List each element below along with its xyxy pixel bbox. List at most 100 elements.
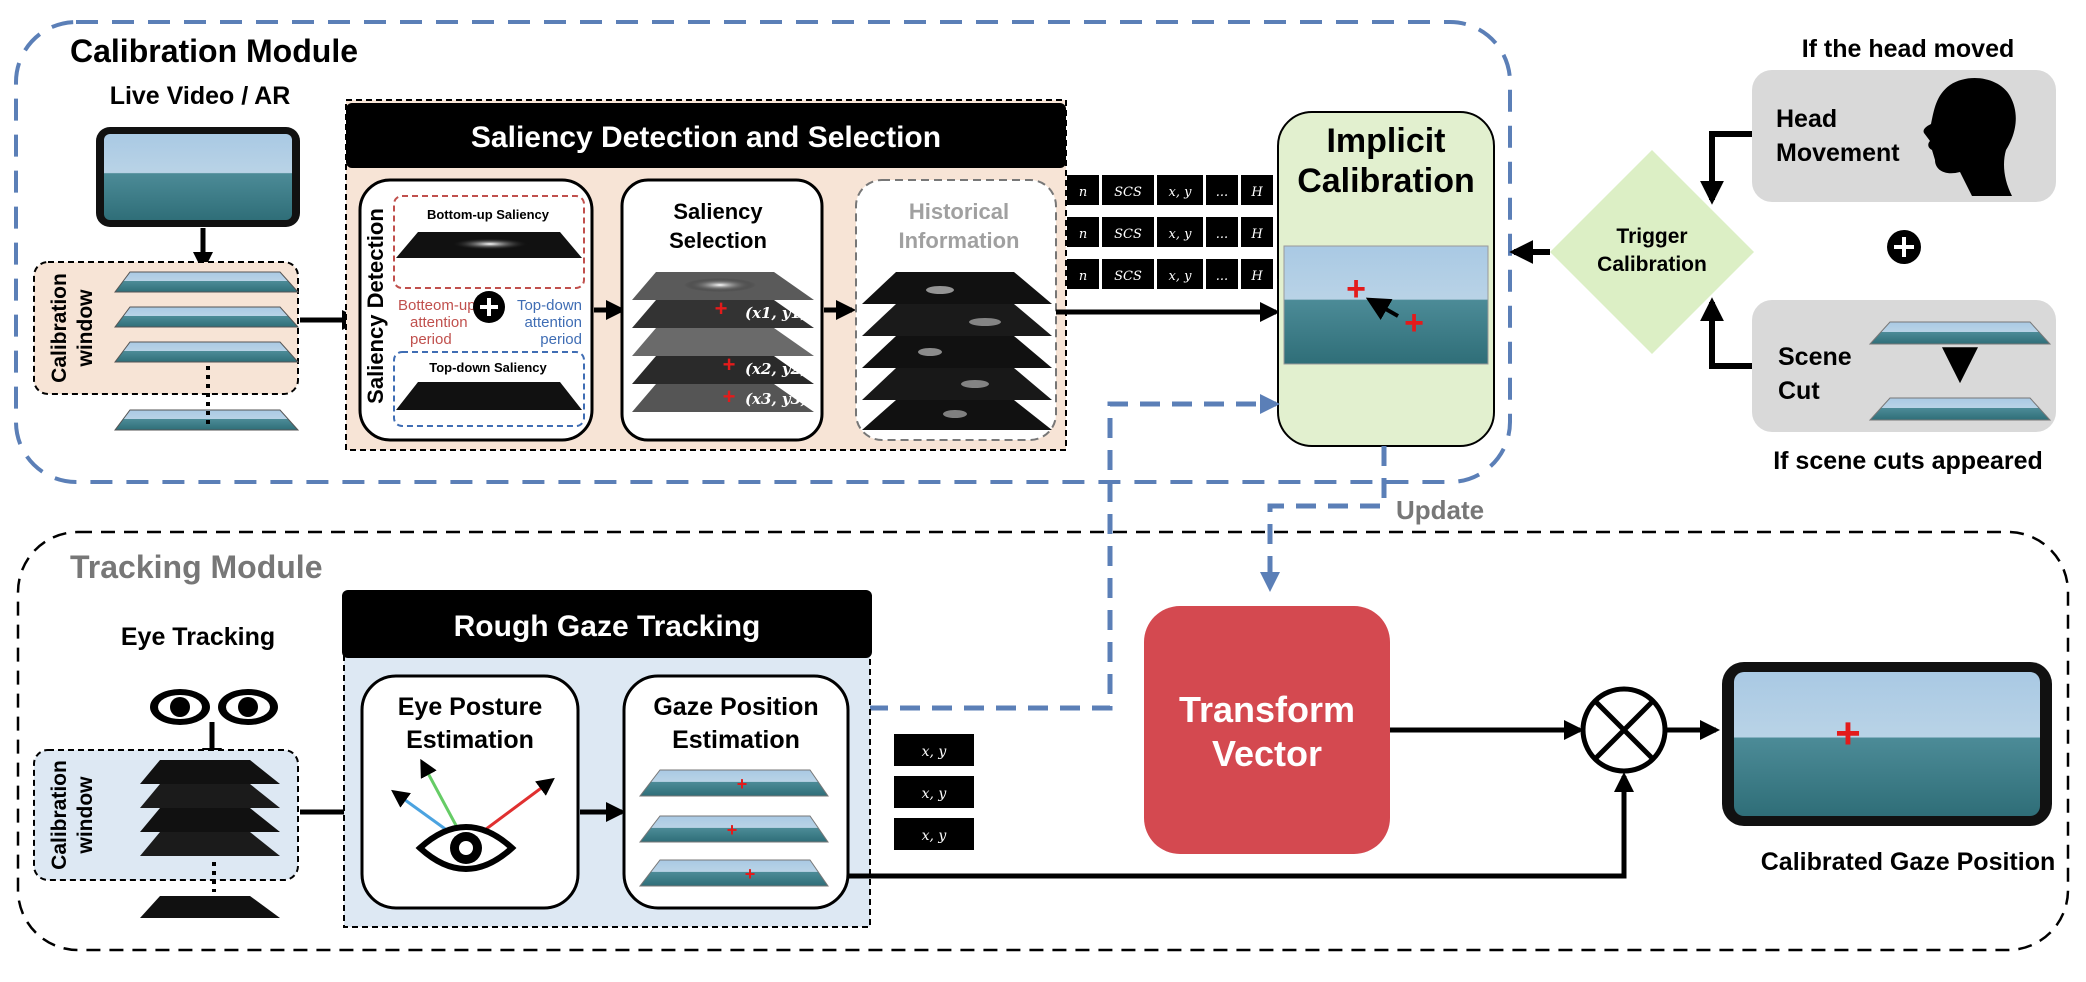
historical-title-2: Information: [899, 228, 1020, 253]
combine-plus-icon-right: [1887, 230, 1921, 264]
head-label-2: Movement: [1776, 139, 1900, 167]
svg-text:+: +: [715, 296, 728, 321]
scene-label-2: Cut: [1778, 377, 1820, 405]
bottom-up-region: [393, 195, 585, 289]
calibration-window-label-2: window: [74, 289, 97, 368]
historical-title-1: Historical: [909, 199, 1009, 224]
saliency-point-3: (x3, y3): [745, 390, 808, 408]
xy-box-label: x, y: [922, 828, 948, 844]
svg-text:SCS: SCS: [1114, 227, 1142, 242]
trigger-calibration-diamond: [1550, 150, 1754, 354]
top-down-period-1: Top-down: [517, 297, 582, 314]
eye-posture-box: [360, 674, 580, 910]
xy-box: [894, 776, 974, 808]
svg-text:SCS: SCS: [1114, 185, 1142, 200]
svg-text:x, y: x, y: [1169, 227, 1193, 242]
bottom-up-period-3: period: [410, 331, 452, 348]
saliency-maps-stack: [632, 272, 814, 412]
eye-frames-stack: [140, 760, 280, 918]
tracking-window-label-1: Calibration: [48, 760, 71, 870]
xy-box-label: x, y: [922, 786, 948, 802]
top-down-period-3: period: [540, 331, 582, 348]
eye-posture-title-2: Estimation: [406, 726, 534, 754]
tracking-window-label-2: window: [74, 776, 97, 855]
svg-text:+: +: [1346, 270, 1366, 308]
bottom-up-period-2: attention: [410, 314, 468, 331]
xy-box-label: x, y: [922, 744, 948, 760]
rough-gaze-header: [342, 590, 872, 658]
svg-text:H: H: [1250, 185, 1263, 200]
eye-posture-icon: [391, 758, 555, 872]
eyes-icon: [150, 689, 278, 725]
svg-text:x, y: x, y: [1169, 269, 1193, 284]
svg-text:H: H: [1250, 227, 1263, 242]
trigger-label-2: Calibration: [1597, 253, 1707, 276]
xy-box: [894, 818, 974, 850]
video-frames-stack: [114, 271, 300, 431]
calibration-window-label-1: Calibration: [48, 273, 71, 383]
calibrated-output-phone: +: [1722, 662, 2052, 826]
calibration-module-title: Calibration Module: [70, 33, 358, 69]
top-down-title: Top-down Saliency: [429, 360, 547, 375]
live-video-label: Live Video / AR: [110, 82, 291, 110]
tracking-module-border: [16, 530, 2070, 952]
eye-posture-title-1: Eye Posture: [398, 693, 543, 721]
svg-text:H: H: [1250, 269, 1263, 284]
gaze-position-title-2: Estimation: [672, 726, 800, 754]
svg-text:n: n: [1079, 269, 1087, 284]
record-row: n SCS x, y ... H: [1067, 175, 1273, 205]
tracking-module-title: Tracking Module: [70, 549, 322, 585]
svg-text:...: ...: [1216, 269, 1228, 284]
svg-text:...: ...: [1216, 185, 1228, 200]
transform-label-1: Transform: [1179, 689, 1355, 730]
update-label: Update: [1396, 495, 1484, 525]
svg-text:n: n: [1079, 227, 1087, 242]
gaze-position-title-1: Gaze Position: [653, 693, 818, 721]
svg-text:x, y: x, y: [1169, 185, 1193, 200]
svg-text:n: n: [1079, 185, 1087, 200]
scene-caption: If scene cuts appeared: [1773, 447, 2043, 475]
head-caption: If the head moved: [1802, 35, 2015, 63]
scene-frames-icon: [1868, 321, 2052, 421]
svg-text:+: +: [745, 864, 756, 884]
transform-label-2: Vector: [1212, 733, 1322, 774]
saliency-header: [346, 103, 1066, 168]
xy-box: [894, 734, 974, 766]
svg-text:+: +: [1404, 304, 1424, 342]
eye-tracking-label: Eye Tracking: [121, 623, 275, 651]
record-row: n SCS x, y ... H: [1067, 259, 1273, 289]
svg-text:+: +: [723, 384, 736, 409]
transform-vector-box: [1144, 606, 1390, 854]
svg-text:+: +: [1835, 709, 1861, 758]
head-label-1: Head: [1776, 105, 1837, 133]
rough-gaze-header-label: Rough Gaze Tracking: [454, 610, 761, 643]
record-rows: n SCS x, y ... H n SCS x, y ... H n SCS …: [1067, 175, 1273, 289]
saliency-header-label: Saliency Detection and Selection: [471, 121, 941, 154]
top-down-period-2: attention: [524, 314, 582, 331]
scene-label-1: Scene: [1778, 343, 1852, 371]
trigger-label-1: Trigger: [1616, 225, 1687, 248]
multiply-icon: [1580, 686, 1668, 774]
svg-text:+: +: [737, 774, 748, 794]
saliency-point-2: (x2, y2): [745, 360, 808, 378]
saliency-detection-label: Saliency Detection: [363, 208, 388, 404]
head-silhouette-icon: [1923, 78, 2016, 196]
svg-text:SCS: SCS: [1114, 269, 1142, 284]
svg-text:...: ...: [1216, 227, 1228, 242]
combine-plus-icon: [473, 291, 505, 323]
implicit-calibration-scene: + +: [1283, 245, 1489, 365]
saliency-point-1: (x1, y1): [745, 304, 808, 322]
output-label: Calibrated Gaze Position: [1761, 848, 2056, 876]
record-row: n SCS x, y ... H: [1067, 217, 1273, 247]
gaze-frames-stack: + + +: [638, 769, 829, 887]
svg-text:+: +: [727, 820, 738, 840]
implicit-title-1: Implicit: [1326, 122, 1445, 160]
bottom-up-title: Bottom-up Saliency: [427, 207, 550, 222]
live-video-phone-icon: [96, 127, 300, 227]
xy-outputs: x, y x, y x, y: [894, 734, 974, 850]
top-down-region: [393, 351, 585, 427]
bottom-up-period-1: Botteom-up: [398, 297, 476, 314]
svg-text:+: +: [723, 352, 736, 377]
selection-title-2: Selection: [669, 228, 767, 253]
